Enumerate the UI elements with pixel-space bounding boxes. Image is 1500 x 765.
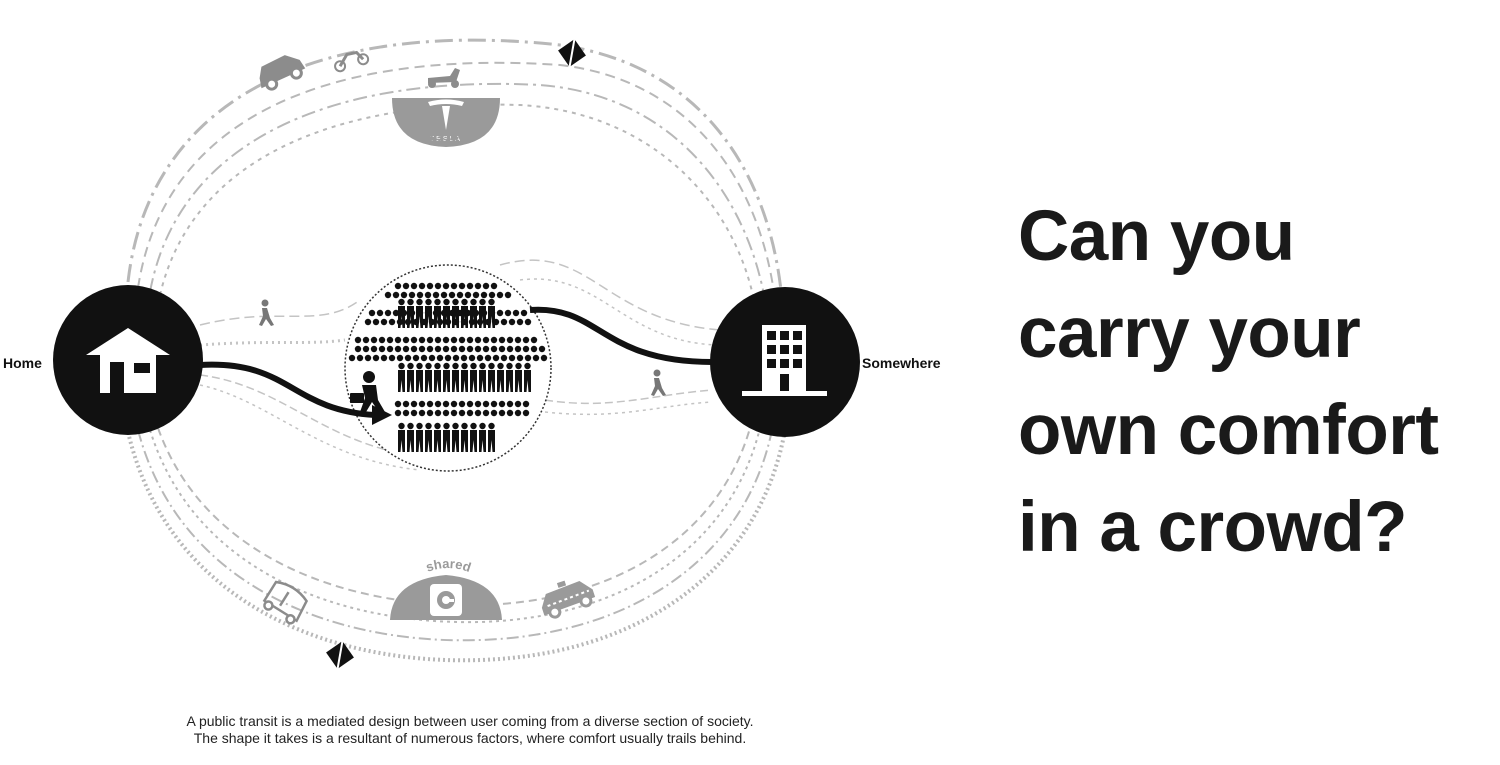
caption: A public transit is a mediated design be…	[140, 713, 800, 747]
pedestrian-icon	[259, 299, 274, 326]
walk-route-right-1	[499, 259, 721, 331]
metro-card-icon	[326, 640, 354, 670]
shared-route-2	[137, 429, 773, 642]
headline-line: own comfort	[1018, 391, 1439, 470]
shared-badge: shared	[390, 556, 502, 620]
home-label: Home	[3, 355, 42, 371]
walk-route-right-2	[519, 278, 716, 346]
main-route-exit-path	[529, 306, 713, 365]
headline: Can you carry your own comfort in a crow…	[1018, 188, 1498, 576]
caption-line: A public transit is a mediated design be…	[186, 713, 754, 729]
private-badge: TESLA Private	[392, 98, 500, 150]
shared-ride-logo-icon	[430, 584, 462, 616]
walk-route-left-dots	[199, 338, 346, 347]
scooter-icon	[428, 68, 460, 88]
shared-label: shared	[424, 556, 473, 575]
motorbike-icon	[334, 50, 370, 73]
commuter-with-briefcase-icon	[350, 371, 385, 412]
private-routes	[126, 38, 784, 306]
private-label: Private	[422, 129, 469, 150]
caption-line: The shape it takes is a resultant of num…	[193, 730, 747, 746]
destination-label: Somewhere	[862, 355, 941, 371]
headline-line: in a crowd?	[1018, 488, 1408, 567]
private-route-3	[149, 82, 766, 301]
main-route	[199, 306, 713, 425]
headline-line: carry your	[1018, 294, 1361, 373]
transit-diagram: Home Somewhere TESL	[3, 38, 941, 670]
pedestrian-icon	[651, 369, 666, 396]
walk-route-right-4	[544, 401, 713, 416]
walk-route-right-3	[544, 389, 713, 405]
headline-line: Can you	[1018, 197, 1295, 276]
main-route-arrowhead	[372, 405, 392, 425]
shared-route-1	[126, 429, 787, 663]
tesla-logo-icon	[428, 99, 464, 130]
walk-route-upper	[199, 299, 361, 326]
metro-card-icon	[558, 38, 586, 68]
taxi-icon	[541, 580, 596, 619]
main-route-path	[199, 361, 376, 418]
office-building-icon	[742, 325, 827, 396]
walk-route-lower-2	[199, 374, 411, 456]
tesla-brand: TESLA	[430, 136, 462, 143]
house-icon	[86, 328, 170, 393]
auto-rickshaw-icon	[262, 580, 309, 625]
crowd-icon	[348, 282, 548, 452]
private-route-1	[126, 38, 784, 301]
shared-route-3	[149, 427, 761, 624]
walk-routes	[199, 259, 721, 471]
car-icon	[259, 55, 306, 91]
